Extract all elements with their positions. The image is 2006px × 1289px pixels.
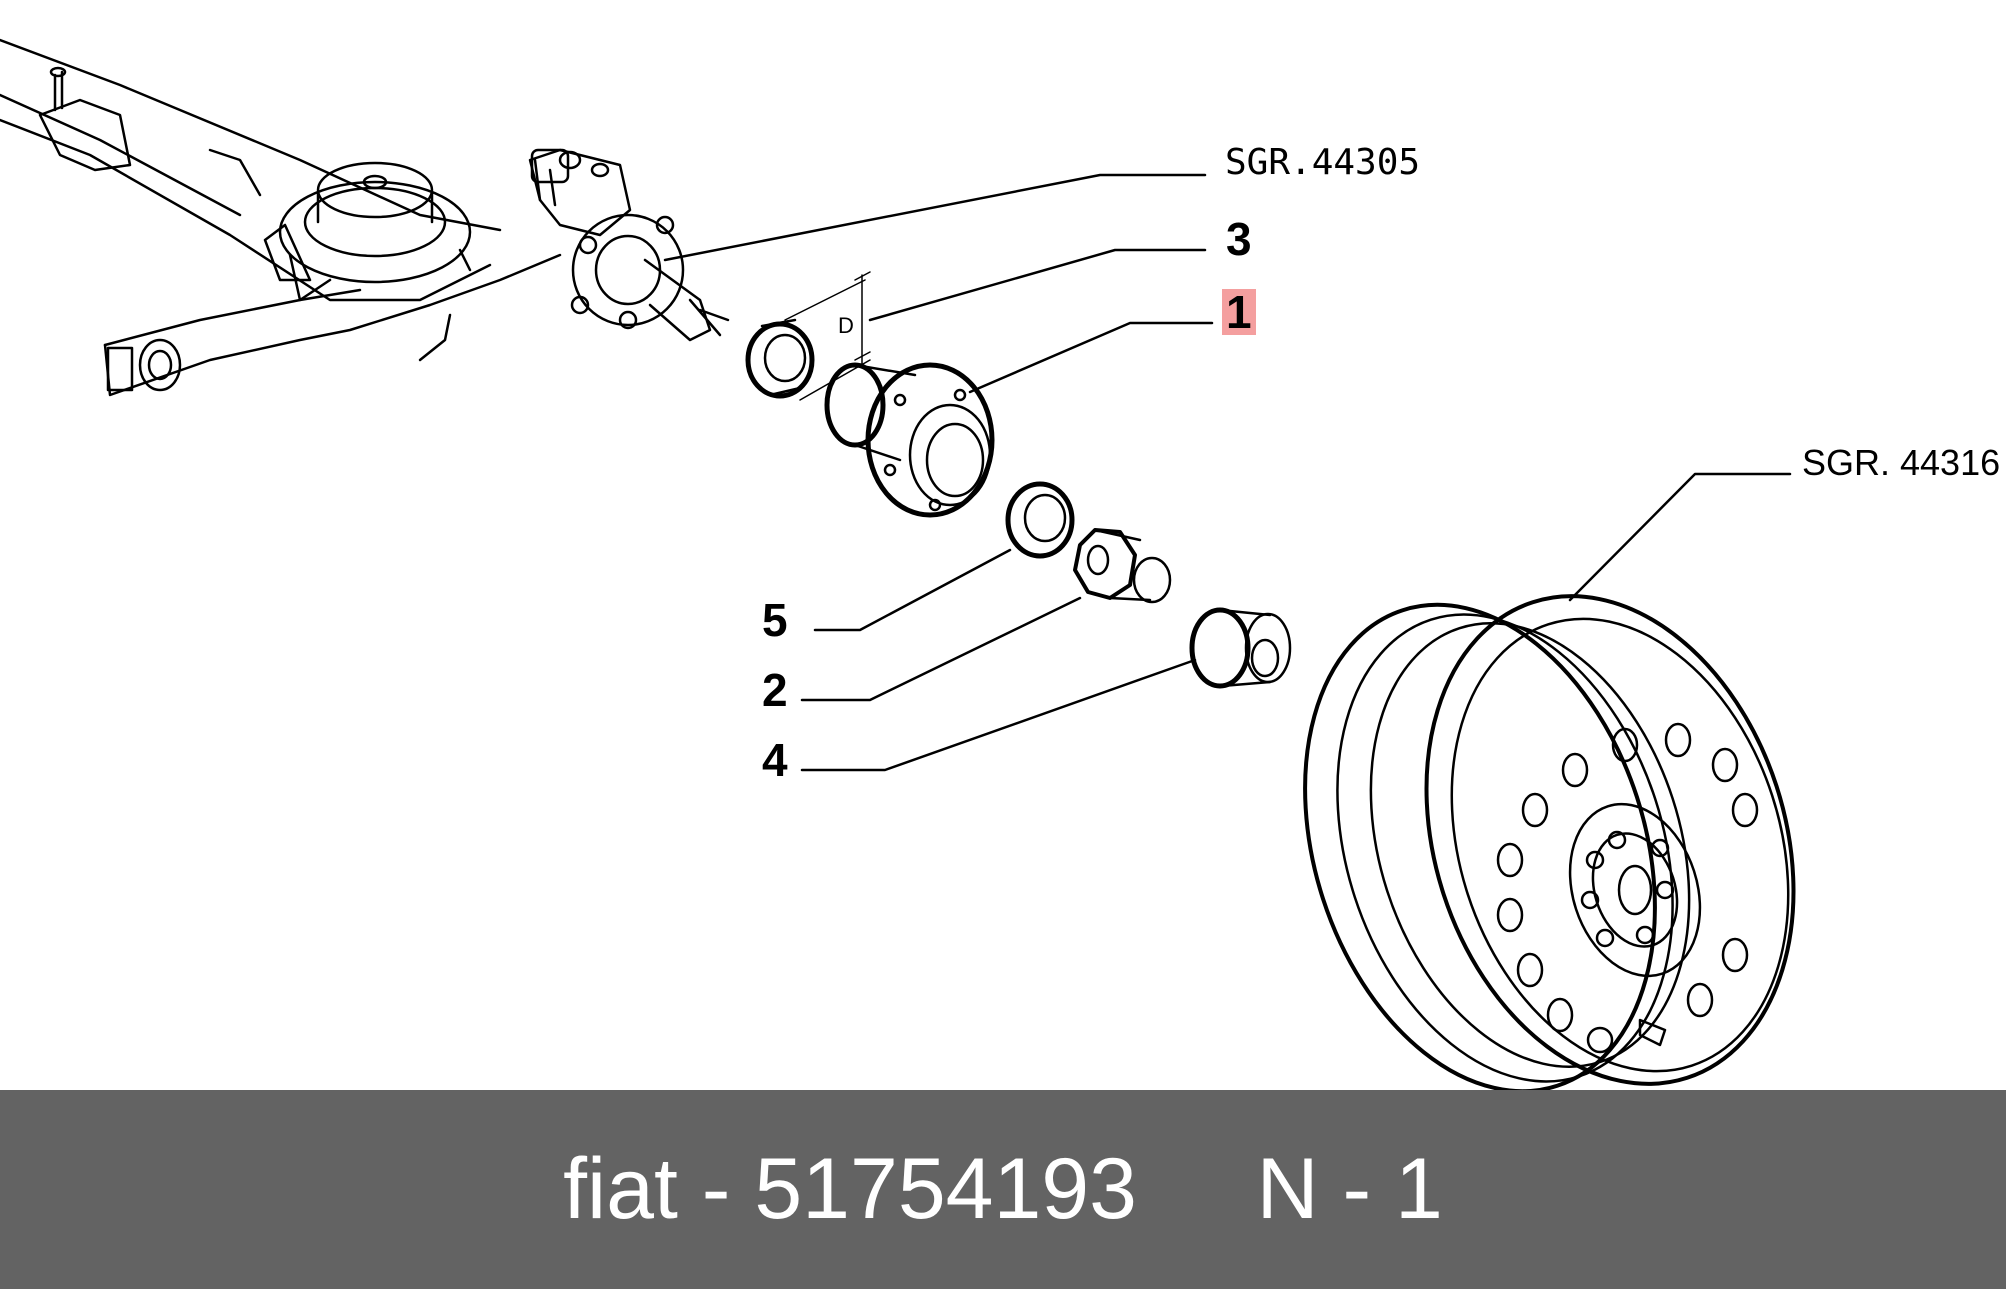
footer-note-value: 1	[1394, 1141, 1443, 1237]
spring-seat	[278, 161, 472, 302]
part-4-dust-cap	[1189, 607, 1292, 689]
exploded-parts-diagram	[0, 38, 1796, 1090]
steel-wheel	[1303, 594, 1796, 1090]
part-3-seal-ring	[745, 318, 815, 399]
stub-axle-flange	[528, 148, 730, 342]
part-number-footer: fiat - 51754193 N - 1	[0, 1090, 2006, 1289]
footer-note-prefix: N	[1256, 1141, 1319, 1237]
part-2-hub-nut	[1073, 528, 1172, 604]
rear-axle-beam	[0, 38, 562, 397]
callout-item-1-highlighted: 1	[1222, 289, 1256, 335]
footer-part-number: 51754193	[754, 1141, 1137, 1237]
callout-item-2: 2	[762, 664, 788, 716]
dimension-d-label: D	[838, 313, 854, 338]
part-1-wheel-hub	[824, 362, 995, 518]
footer-separator: -	[677, 1141, 755, 1237]
footer-gap	[1137, 1140, 1256, 1239]
callout-item-3: 3	[1226, 213, 1252, 265]
callout-item-5: 5	[762, 594, 788, 646]
callout-item-4: 4	[762, 734, 788, 786]
footer-separator-2: -	[1318, 1141, 1395, 1237]
callout-sgr-44305: SGR.44305	[1225, 142, 1421, 183]
footer-brand: fiat	[563, 1141, 678, 1237]
callout-sgr-44316: SGR. 44316	[1802, 442, 2001, 483]
dimension-d-marker	[784, 271, 871, 401]
footer-text: fiat - 51754193 N - 1	[0, 1090, 2006, 1289]
part-5-washer	[1005, 481, 1075, 559]
leader-lines	[663, 173, 1792, 772]
